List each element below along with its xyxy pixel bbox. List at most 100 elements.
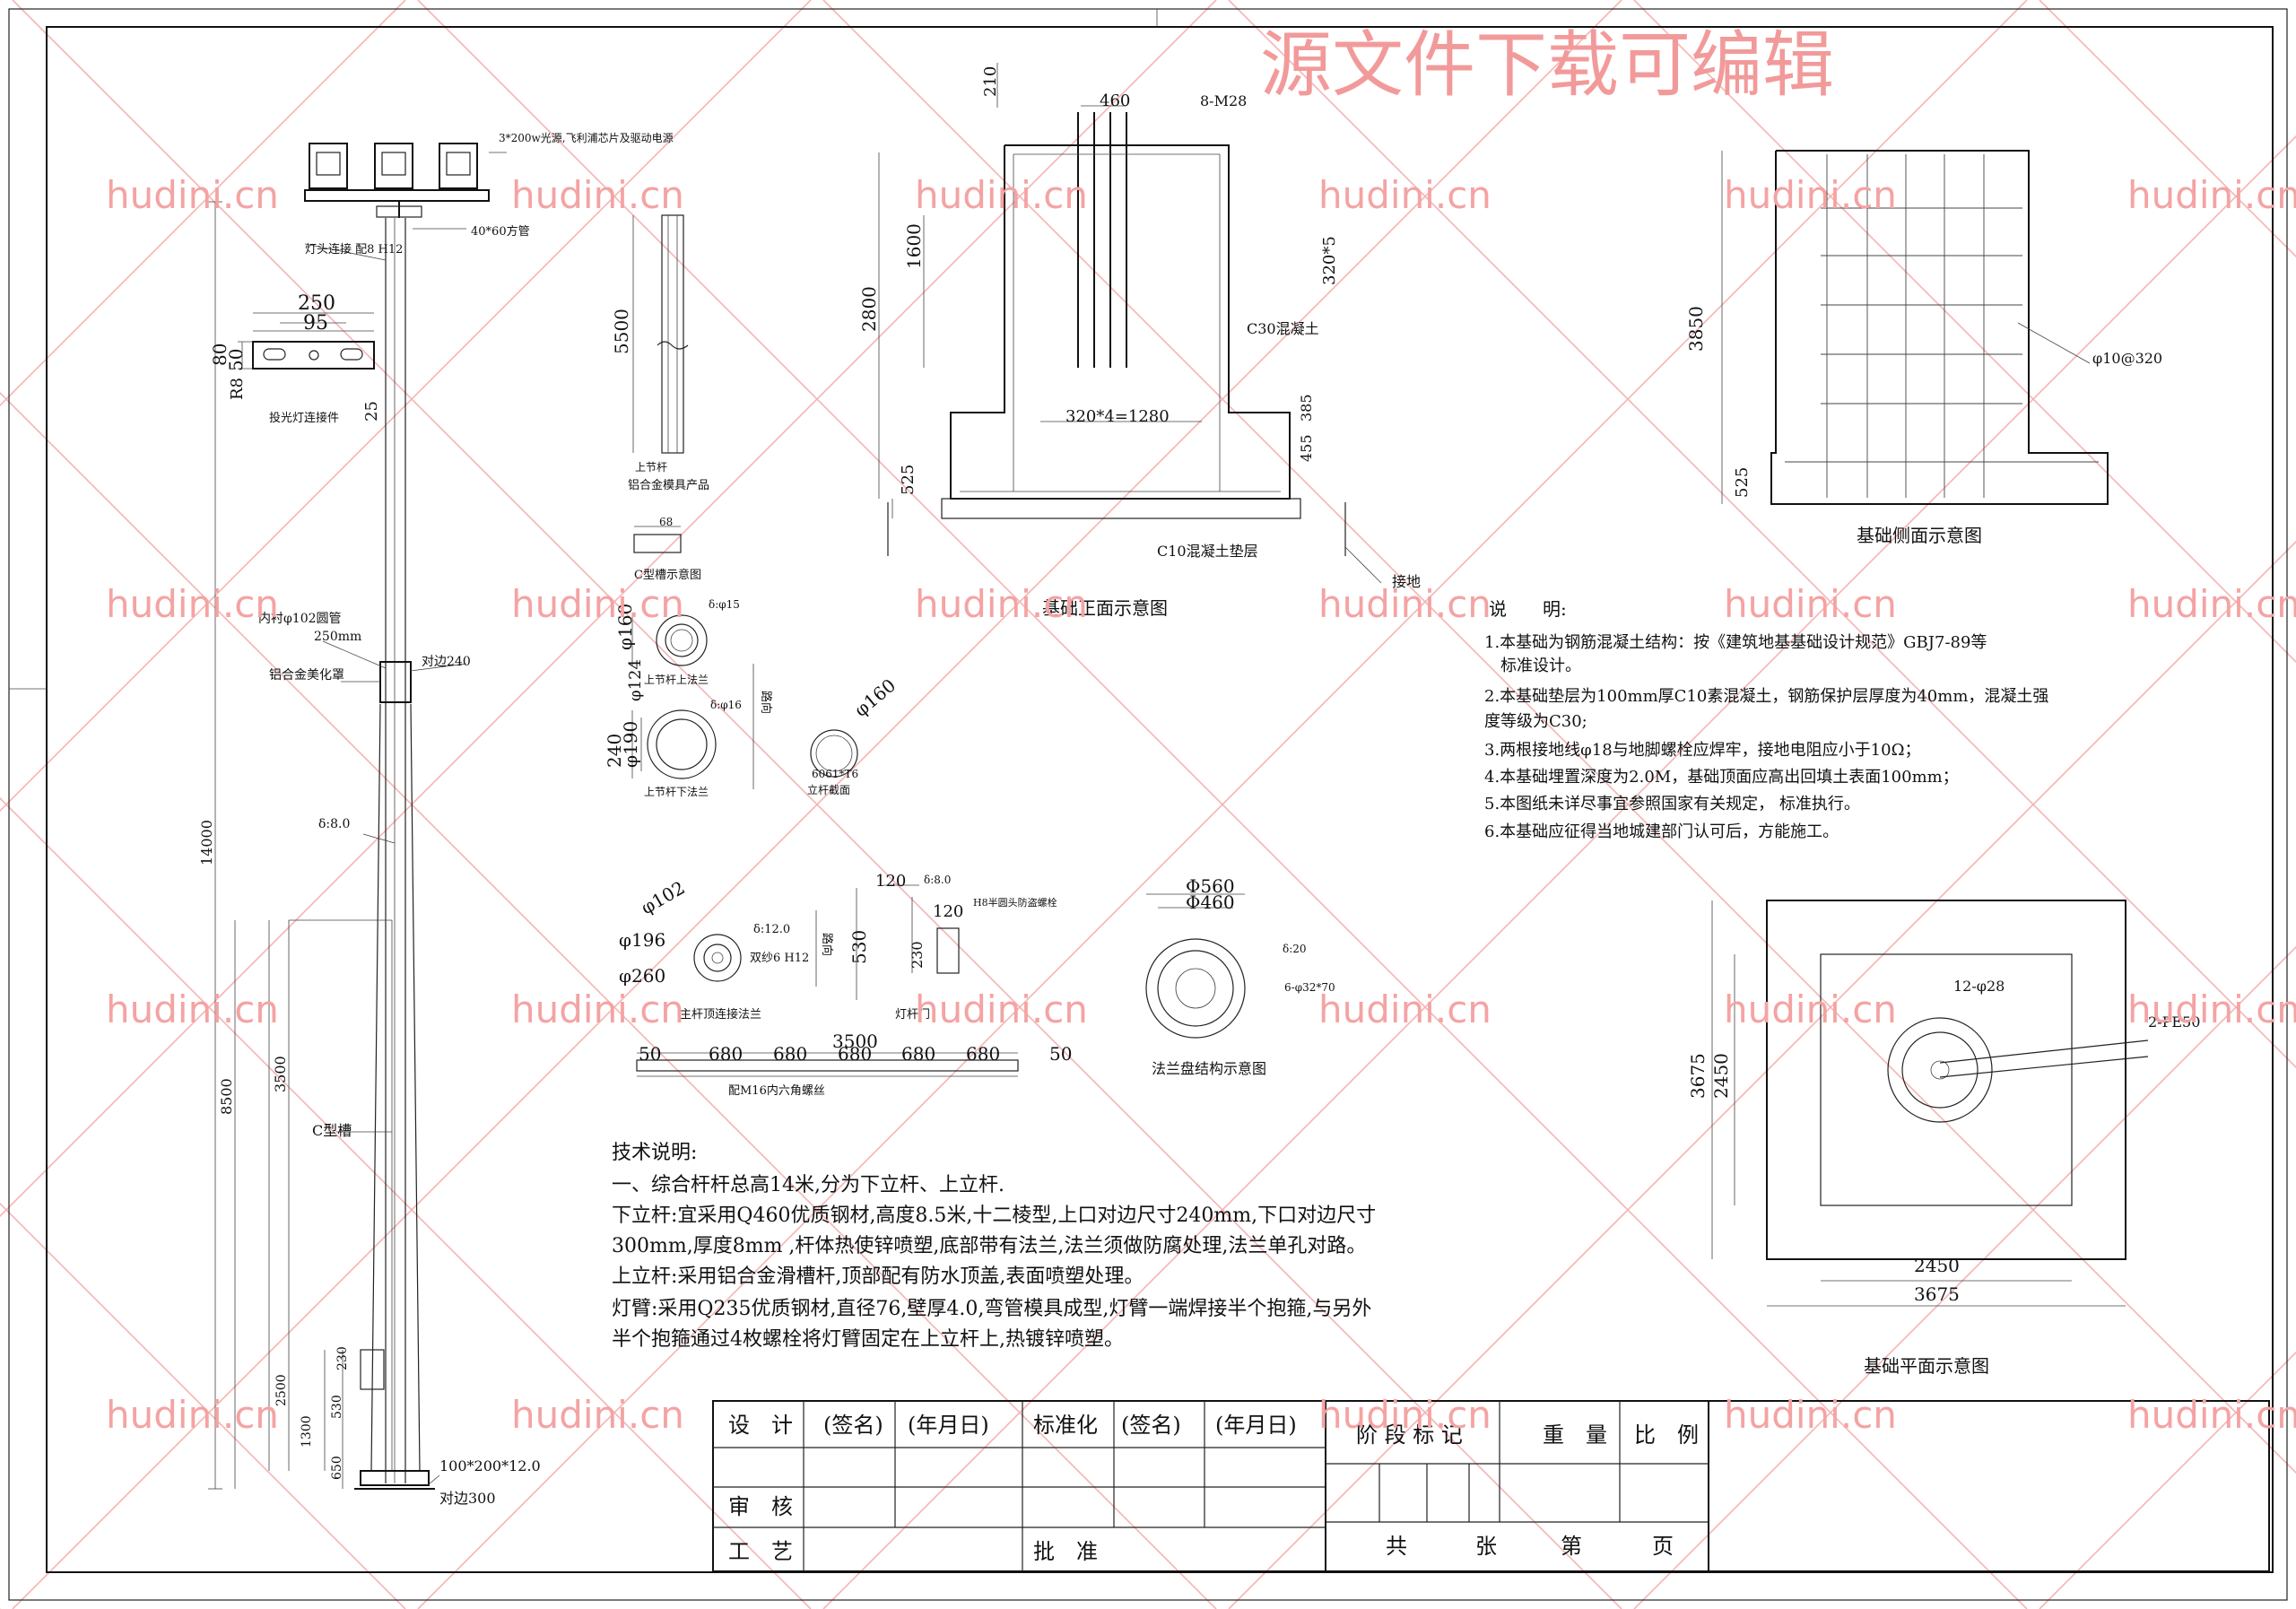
wm-site-10: hudini.cn: [1318, 582, 1492, 626]
bar-50a: 50: [639, 1043, 661, 1065]
f-d385: 385: [1298, 394, 1315, 422]
tb-page: 页: [1652, 1534, 1674, 1559]
lamp-note: 3*200w光源,飞利浦芯片及驱动电源: [499, 132, 674, 144]
tb-sign1: (签名): [823, 1413, 883, 1438]
p-holes: 12-φ28: [1953, 978, 2005, 995]
watermark-diagonal: [417, 0, 2028, 1609]
d120b: 120: [933, 902, 963, 921]
dim-50: 50: [225, 349, 247, 371]
floodlight-heads: [304, 143, 490, 202]
bar-680-4: 680: [901, 1043, 935, 1065]
dim-95: 95: [303, 312, 328, 335]
lamp-bracket-note: 投光灯连接件: [269, 411, 339, 425]
technical-description: 技术说明: 一、综合杆杆总高14米,分为下立杆、上立杆. 下立杆:宜采用Q460…: [612, 1142, 1376, 1351]
road-dir: 路向: [759, 691, 773, 714]
bar-680-3: 680: [838, 1043, 872, 1065]
lamp-bracket-detail: [238, 312, 375, 370]
component-details: [631, 214, 1246, 1077]
dim-2500: 2500: [274, 1374, 289, 1406]
watermark-diagonal: [0, 0, 406, 407]
f-d460: 460: [1100, 91, 1130, 110]
bar-3500: 3500: [832, 1031, 878, 1052]
phi102: φ102: [638, 876, 689, 918]
upper-label: 上节杆: [635, 461, 667, 474]
p-d2450h: 2450: [1914, 1255, 1960, 1276]
tech-line-1: 一、综合杆杆总高14米,分为下立杆、上立杆.: [612, 1174, 1004, 1196]
f-c30: C30混凝土: [1247, 320, 1319, 337]
bar-680-2: 680: [773, 1043, 807, 1065]
d530: 530: [848, 930, 870, 964]
wm-site-8: hudini.cn: [511, 582, 684, 626]
watermark-diagonal: [0, 0, 812, 813]
tube-note: 40*60方管: [471, 224, 530, 239]
flat-300: 对边300: [439, 1490, 496, 1507]
tb-scale: 比 例: [1634, 1422, 1699, 1448]
design-notes: 说 明: 1.本基础为钢筋混凝土结构：按《建筑地基基础设计规范》GBJ7-89等…: [1484, 598, 2048, 841]
wm-site-14: hudini.cn: [511, 987, 684, 1031]
d230: 230: [909, 941, 926, 969]
bar-680-1: 680: [709, 1043, 743, 1065]
d20: δ:20: [1283, 943, 1307, 955]
f-d320x4: 320*4=1280: [1065, 407, 1170, 426]
tech-line-2: 下立杆:宜采用Q460优质钢材,高度8.5米,十二棱型,上口对边尺寸240mm,…: [612, 1205, 1376, 1227]
c-channel: C型槽: [312, 1122, 352, 1139]
flange-struct-label: 法兰盘结构示意图: [1152, 1060, 1266, 1077]
f-d210: 210: [981, 66, 1000, 97]
wm-site-4: hudini.cn: [1318, 173, 1492, 217]
tech-heading: 技术说明:: [612, 1142, 697, 1164]
bar-680-5: 680: [966, 1043, 1000, 1065]
tb-total: 共: [1386, 1534, 1407, 1559]
wm-site-23: hudini.cn: [2127, 1393, 2296, 1437]
wm-site-15: hudini.cn: [915, 987, 1088, 1031]
wm-site-12: hudini.cn: [2127, 582, 2296, 626]
wm-site-17: hudini.cn: [1724, 987, 1897, 1031]
f-d525: 525: [899, 465, 918, 495]
notes-line-2: 标准设计。: [1484, 657, 1581, 675]
channel-3500: 3500: [272, 1056, 289, 1092]
notes-line-7: 5.本图纸未详尽事宜参照国家有关规定， 标准执行。: [1484, 795, 1860, 813]
wm-site-16: hudini.cn: [1318, 987, 1492, 1031]
notes-line-5: 3.两根接地线φ18与地脚螺栓应焊牢，接地电阻应小于10Ω；: [1484, 741, 1921, 760]
p-pe: 2-PE50: [2148, 1013, 2200, 1031]
road-dir2: 路向: [820, 933, 834, 956]
tech-line-5: 灯臂:采用Q235优质钢材,直径76,壁厚4.0,弯管模具成型,灯臂一端焊接半个…: [612, 1298, 1371, 1320]
dim-80: 80: [209, 344, 230, 366]
phi124: φ124: [626, 659, 645, 701]
channel-label: C型槽示意图: [634, 568, 701, 582]
channel-68: 68: [659, 516, 673, 528]
thickness-8: δ:8.0: [318, 817, 350, 831]
watermark-diagonal: [0, 391, 1217, 1609]
watermark-banner: 源文件下载可编辑: [1260, 23, 1834, 107]
watermark-diagonal: [1633, 0, 2296, 664]
door-230: 230: [335, 1346, 350, 1370]
notes-line-6: 4.本基础埋置深度为2.0M，基础顶面应高出回填土表面100mm；: [1484, 768, 1959, 787]
phi460: Φ460: [1186, 891, 1235, 913]
wm-site-18: hudini.cn: [2127, 987, 2296, 1031]
watermark-diagonal: [822, 135, 2296, 1609]
foundation-front-elevation: [878, 63, 1382, 584]
s-rebar: φ10@320: [2092, 350, 2162, 367]
cover-note: 铝合金美化罩: [269, 668, 344, 683]
wm-site-3: hudini.cn: [915, 173, 1088, 217]
notes-line-8: 6.本基础应征得当地城建部门认可后，方能施工。: [1484, 822, 1839, 841]
dim-250mm: 250mm: [314, 630, 361, 644]
delta16: δ:φ16: [710, 699, 742, 711]
f-title: 基础正面示意图: [1042, 597, 1168, 619]
door-label: 灯杆门: [895, 1008, 930, 1022]
tb-sheets: 张: [1475, 1534, 1497, 1559]
p-d3675h: 3675: [1914, 1283, 1960, 1305]
tb-weight: 重 量: [1543, 1422, 1607, 1448]
phi190: φ190: [620, 721, 641, 768]
phi160: φ160: [614, 604, 636, 650]
upper-5500: 5500: [611, 309, 632, 354]
tb-stage: 阶 段 标 记: [1356, 1422, 1463, 1448]
f-d1600: 1600: [903, 223, 925, 269]
phi32: 6-φ32*70: [1284, 981, 1335, 994]
wm-site-20: hudini.cn: [511, 1393, 684, 1437]
inner-tube-note: 内衬φ102圆管: [258, 612, 342, 626]
s-d3850: 3850: [1685, 306, 1707, 352]
phi560: Φ560: [1186, 875, 1235, 897]
tech-line-6: 半个抱箍通过4枚螺栓将灯臂固定在上立杆上,热镀锌喷塑。: [612, 1328, 1124, 1351]
d120a: 120: [875, 872, 906, 891]
